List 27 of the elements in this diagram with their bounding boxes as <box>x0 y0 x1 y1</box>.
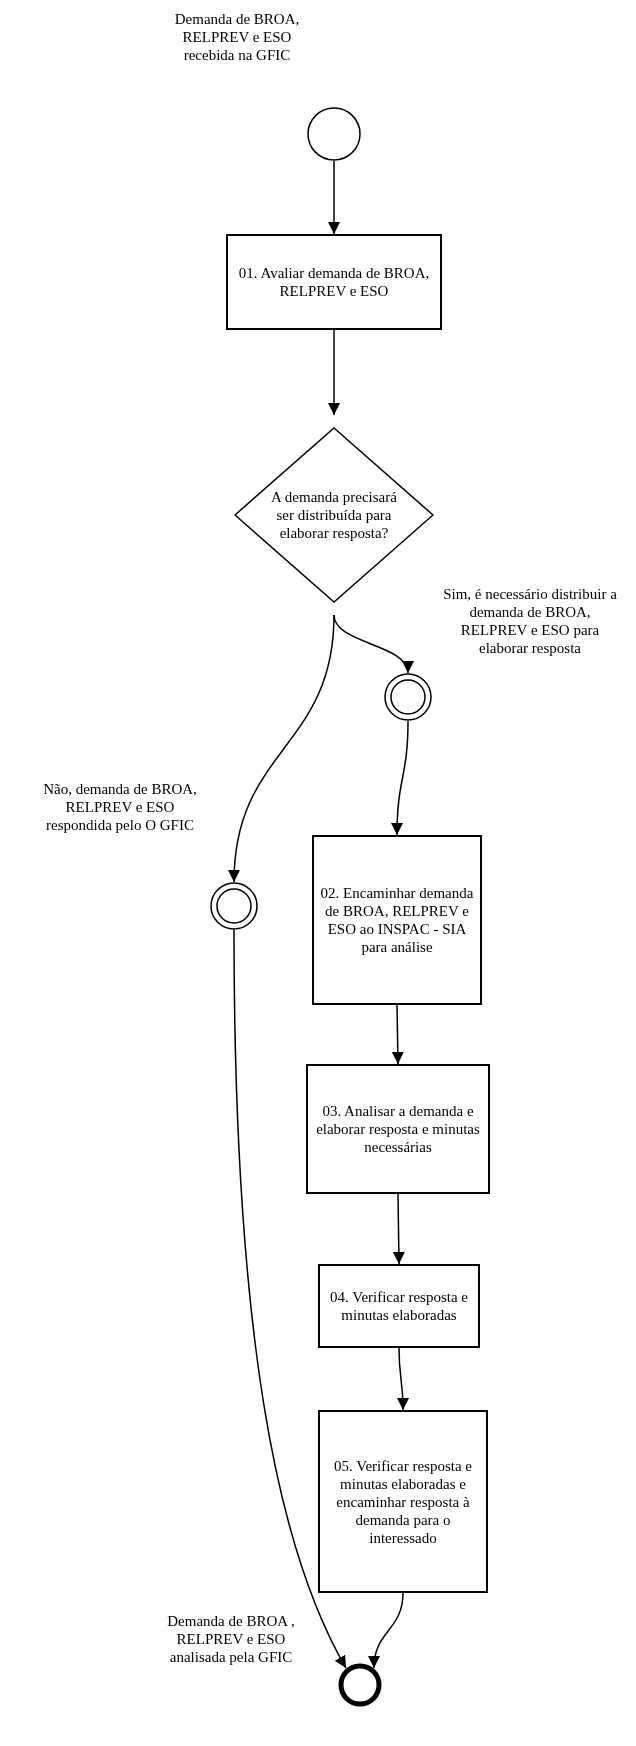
process-box <box>306 1064 490 1194</box>
intermediate-event-circle <box>210 882 258 930</box>
step-text: 02. Encaminhar demanda de BROA, RELPREV e ESO ao INSPAC - SIA para análise <box>319 884 475 956</box>
end-circle <box>338 1663 382 1707</box>
arrow <box>391 1004 404 1065</box>
step-text: 05. Verificar resposta e minutas elaboradas e encaminhar resposta à demanda para o interessado <box>333 1456 473 1547</box>
arrow <box>328 329 340 416</box>
arrow <box>391 720 409 836</box>
process-box <box>318 1410 488 1593</box>
event-caption: Demanda de BROA , RELPREV e ESO analisada pela GFIC <box>166 1612 296 1666</box>
step-text: 01. Avaliar demanda de BROA, RELPREV e ESO <box>237 264 431 300</box>
process-box <box>312 835 482 1005</box>
arrow <box>392 1193 405 1265</box>
event-caption: Demanda de BROA, RELPREV e ESO recebida na GFIC <box>173 10 301 64</box>
arrow <box>396 1347 409 1411</box>
step-text: 04. Verificar resposta e minutas elaboradas <box>329 1288 469 1324</box>
step-text: 03. Analisar a demanda e elaborar resposta e minutas necessárias <box>315 1102 481 1156</box>
intermediate-event-circle <box>384 673 432 721</box>
decision-question: A demanda precisará ser distribuída para elaborar resposta? <box>270 488 398 542</box>
arrow <box>368 1592 404 1669</box>
arrow <box>228 614 335 883</box>
process-box <box>226 234 442 330</box>
arrow <box>328 160 340 235</box>
process-box <box>318 1264 480 1348</box>
arrow <box>233 929 347 1669</box>
start-circle <box>307 107 361 161</box>
decision-diamond <box>234 427 434 603</box>
